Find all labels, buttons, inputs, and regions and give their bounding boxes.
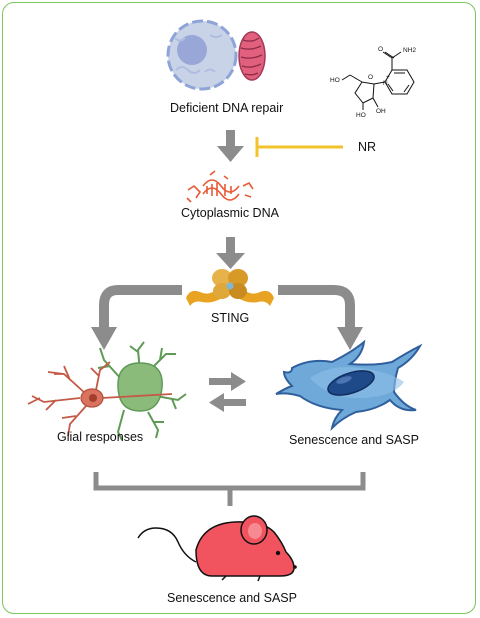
atom-nh2: NH2 — [403, 47, 416, 54]
atom-ho-2: HO — [356, 112, 366, 119]
atom-ho-1: HO — [330, 77, 340, 84]
nucleus-icon — [166, 19, 238, 91]
label-cytoplasmic-dna: Cytoplasmic DNA — [181, 206, 279, 220]
mitochondrion-icon — [238, 31, 266, 81]
label-nr: NR — [358, 140, 377, 154]
arrow-dna-to-sting — [216, 237, 245, 269]
dna-fragment-icon — [186, 170, 254, 203]
bidirectional-arrows — [209, 372, 246, 412]
arrow-repair-to-dna — [217, 130, 244, 162]
arrow-sting-to-glia — [91, 285, 182, 350]
senescent-cell-icon — [275, 339, 423, 432]
atom-o-amide: O — [378, 46, 383, 53]
atom-n-ring: N — [383, 80, 388, 87]
convergence-bracket — [93, 472, 366, 506]
nicotinamide-riboside-structure — [341, 51, 415, 110]
atom-oh: OH — [376, 108, 386, 115]
chemical-atom-labels: NH2 O N + O HO HO OH — [330, 46, 416, 119]
atom-plus: + — [386, 74, 390, 81]
label-sting: STING — [211, 311, 250, 325]
atom-o-sugar: O — [368, 74, 373, 81]
arrow-sting-to-senescence — [278, 285, 363, 350]
mouse-icon — [137, 515, 297, 582]
sting-protein-icon — [186, 269, 274, 306]
label-glial-responses: Glial responses — [57, 430, 144, 444]
label-senescence-mouse: Senescence and SASP — [167, 591, 297, 605]
label-senescence-cell: Senescence and SASP — [289, 433, 419, 447]
figure-frame — [2, 2, 476, 614]
glial-cells-icon — [27, 341, 187, 441]
label-deficient-dna-repair: Deficient DNA repair — [170, 101, 284, 115]
inhibition-line — [255, 137, 343, 157]
